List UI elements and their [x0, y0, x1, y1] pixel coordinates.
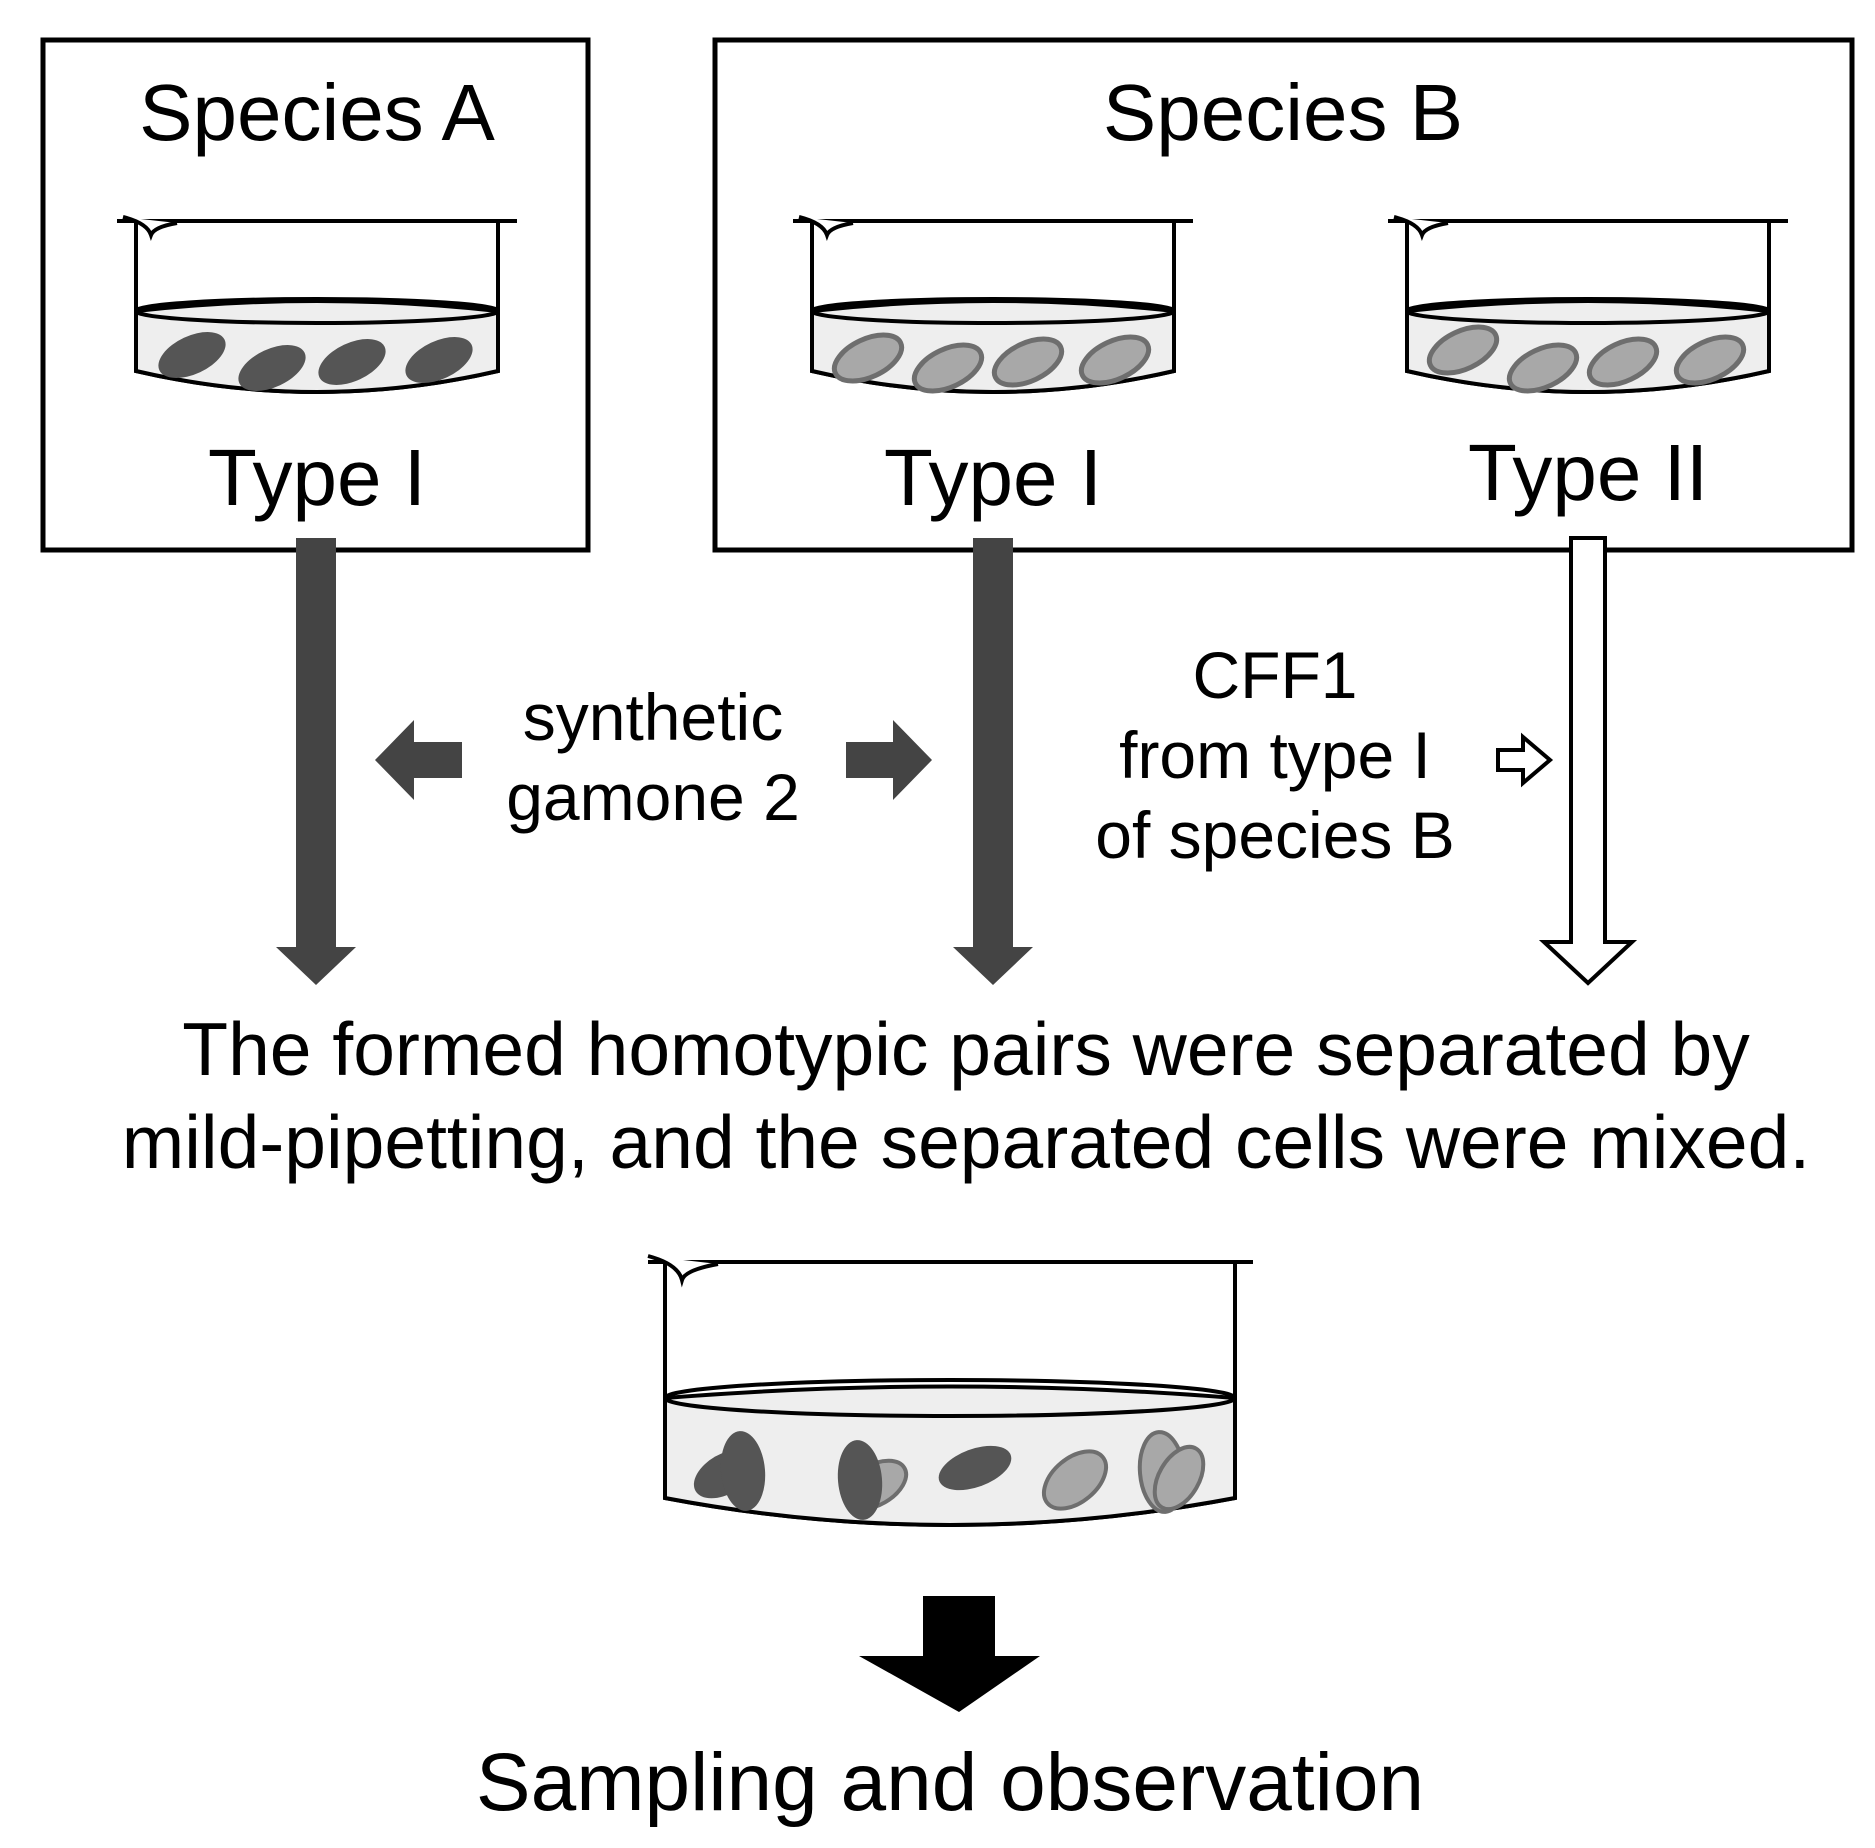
description-line1: The formed homotypic pairs were separate…: [182, 1007, 1750, 1091]
gamone-left-arrow: [375, 720, 462, 800]
mixed-cells: [693, 1430, 1206, 1520]
species-a-box: Species A Type I: [40, 37, 591, 553]
cff1-label-line3: of species B: [1095, 798, 1455, 872]
final-step-label: Sampling and observation: [476, 1737, 1424, 1828]
cff1-label-line1: CFF1: [1193, 638, 1358, 712]
description-line2: mild-pipetting, and the separated cells …: [122, 1100, 1810, 1184]
species-b-type2-cells: [1426, 324, 1747, 394]
mixed-beaker: [647, 1254, 1253, 1527]
cff1-label-line2: from type I: [1119, 718, 1431, 792]
species-b-type1-cells: [831, 332, 1152, 394]
cff1-small-arrow: [1496, 732, 1554, 788]
species-b-type1-down-arrow: [953, 538, 1033, 985]
species-b-type2-beaker: [1386, 215, 1790, 394]
species-a-beaker: [115, 215, 519, 394]
species-a-title: Species A: [139, 68, 495, 157]
species-b-type1-label: Type I: [884, 433, 1102, 522]
gamone-label-line2: gamone 2: [506, 760, 800, 834]
species-b-box: Species B Type I Type II: [712, 37, 1855, 553]
species-a-cells: [158, 332, 473, 391]
gamone-label-line1: synthetic: [523, 680, 783, 754]
gamone-right-arrow: [846, 720, 932, 800]
species-a-type-label: Type I: [208, 433, 426, 522]
species-b-type2-label: Type II: [1468, 428, 1708, 517]
species-b-frame: [712, 37, 1855, 553]
species-a-down-arrow: [276, 538, 356, 985]
species-b-title: Species B: [1103, 68, 1463, 157]
species-b-type2-down-arrow: [1538, 536, 1638, 986]
species-b-type1-beaker: [791, 215, 1195, 394]
final-down-arrow: [859, 1596, 1040, 1712]
